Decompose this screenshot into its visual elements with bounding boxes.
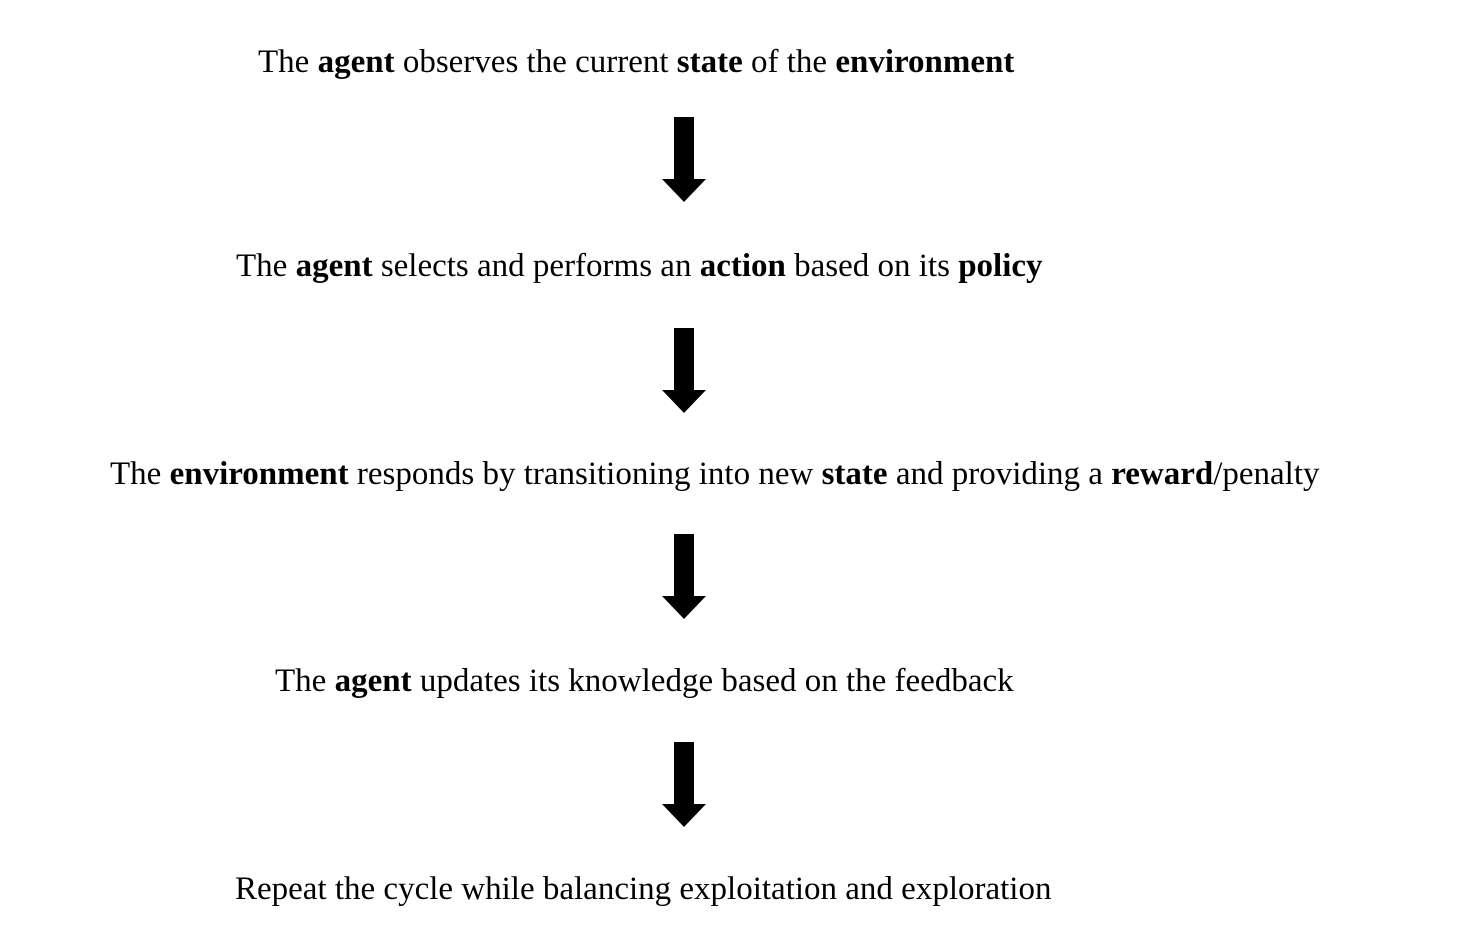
step-4-term-agent: agent bbox=[334, 663, 412, 699]
step-1-text-2: observes the current bbox=[394, 44, 677, 80]
down-arrow-icon bbox=[662, 534, 706, 619]
step-repeat-cycle: Repeat the cycle while balancing exploit… bbox=[235, 869, 1051, 909]
step-2-term-agent: agent bbox=[295, 248, 373, 284]
step-3-text-2: responds by transitioning into new bbox=[348, 456, 822, 492]
down-arrow-icon bbox=[662, 328, 706, 413]
step-1-text-1: The bbox=[258, 44, 318, 80]
step-3-term-state: state bbox=[821, 456, 888, 492]
step-4-text-1: The bbox=[275, 663, 335, 699]
step-1-term-agent: agent bbox=[317, 44, 395, 80]
step-select-action: The agent selects and performs an action… bbox=[236, 246, 1043, 286]
step-update-knowledge: The agent updates its knowledge based on… bbox=[275, 661, 1014, 701]
step-1-text-3: of the bbox=[742, 44, 836, 80]
step-2-text-1: The bbox=[236, 248, 296, 284]
step-4-text-2: updates its knowledge based on the feedb… bbox=[411, 663, 1014, 699]
down-arrow-icon bbox=[662, 117, 706, 202]
step-1-term-environment: environment bbox=[835, 44, 1015, 80]
step-3-term-environment: environment bbox=[169, 456, 349, 492]
step-3-text-1: The bbox=[110, 456, 170, 492]
step-2-text-3: based on its bbox=[785, 248, 959, 284]
step-observe-state: The agent observes the current state of … bbox=[258, 42, 1014, 82]
step-2-term-action: action bbox=[699, 248, 786, 284]
step-1-term-state: state bbox=[676, 44, 743, 80]
step-environment-responds: The environment responds by transitionin… bbox=[110, 454, 1320, 494]
step-2-term-policy: policy bbox=[958, 248, 1043, 284]
step-2-text-2: selects and performs an bbox=[372, 248, 700, 284]
down-arrow-icon bbox=[662, 742, 706, 827]
step-3-text-3: and providing a bbox=[887, 456, 1112, 492]
step-3-term-reward: reward bbox=[1111, 456, 1214, 492]
step-5-text-1: Repeat the cycle while balancing exploit… bbox=[235, 871, 1052, 907]
step-3-text-4: /penalty bbox=[1213, 456, 1320, 492]
